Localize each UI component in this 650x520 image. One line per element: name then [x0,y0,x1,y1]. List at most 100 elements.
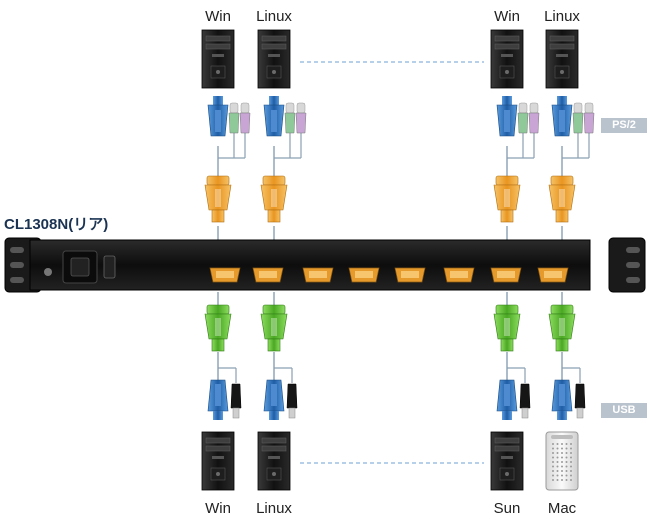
vga-connector [551,96,573,137]
usb-body [519,383,531,409]
mac-vent-dot [565,461,568,463]
power-switch [103,255,116,279]
top-computer-label: Linux [544,8,580,25]
drive-bay [261,43,287,50]
adapter-shine [559,189,565,207]
vga-head [502,411,512,420]
mac-vent-dot [570,461,572,463]
mac-vent-dot [561,443,563,445]
tower-computer [545,29,579,89]
mac-vent-dot [561,447,563,450]
mac-vent-dot [561,461,563,463]
kvm-port [443,267,475,283]
mac-vent-dot [556,452,559,454]
kvm-port [537,267,569,283]
mac-vent-dot [561,479,563,481]
mac-vent-dot [556,447,559,450]
drive-bay [205,35,231,42]
vga-connector [263,379,285,420]
rack-screw-slot [626,277,640,283]
floppy-slot [212,54,224,57]
mac-vent-dot [570,465,572,468]
adapter-body [493,313,521,340]
mac-vent-dot [556,465,559,468]
ps2-body [572,112,584,134]
usb-connector [519,383,531,419]
ps2-connector [295,102,307,134]
adapter-body [260,184,288,211]
ps2-head [518,102,528,114]
floppy-slot [212,456,224,459]
tower-computer [490,431,524,491]
kvm-port-pins [216,271,234,278]
drive-bay [261,437,287,444]
ps2-connector [239,102,251,134]
adapter-cap [495,304,519,315]
top-computer-label: Win [205,8,231,25]
mac-vent-dot [570,474,572,477]
drive-bay [549,35,575,42]
usb-body [230,383,242,409]
power-button [272,70,276,74]
kvm-port [490,267,522,283]
mac-vent-dot [570,470,572,472]
ps2-head [584,102,594,114]
vga-highlight [504,110,510,132]
adapter-shine [504,189,510,207]
adapter-body [548,313,576,340]
rack-screw-slot [626,262,640,268]
ps2-head [229,102,239,114]
mac-vent-dot [552,479,554,481]
ps2-connector [517,102,529,134]
adapter-cap [262,175,286,186]
ps2-head [529,102,539,114]
ps2-head [573,102,583,114]
kvm-port [209,267,241,283]
usb-adapter-green [204,304,232,352]
adapter-cap [495,175,519,186]
mac-vent-dot [556,479,559,481]
ps2-adapter-orange [260,175,288,223]
ps2-head [285,102,295,114]
adapter-body [204,313,232,340]
tower-computer [257,29,291,89]
usb-tag: USB [601,403,647,418]
vga-connector [207,96,229,137]
vga-head [213,96,223,105]
kvm-port-pins [309,271,327,278]
adapter-body [548,184,576,211]
ps2-body [295,112,307,134]
mac-vent-dot [565,479,568,481]
vga-highlight [271,384,277,406]
rack-screw-slot [626,247,640,253]
kvm-port-pins [355,271,373,278]
power-button [272,472,276,476]
tower-computer [490,29,524,89]
ps2-head [296,102,306,114]
mac-vent-dot [561,452,563,454]
drive-bay [205,445,231,452]
adapter-cap [206,175,230,186]
mac-vent-dot [556,470,559,472]
vga-highlight [559,384,565,406]
mac-vent-dot [565,447,568,450]
top-computer-label: Win [494,8,520,25]
ps2-connector [228,102,240,134]
mac-vent-dot [565,474,568,477]
kvm-port-pins [544,271,562,278]
usb-connector [230,383,242,419]
mac-vent-dot [561,470,563,472]
top-computer-label: Linux [256,8,292,25]
drive-bay [205,43,231,50]
vga-highlight [504,384,510,406]
mac-vent-dot [570,456,572,459]
vga-highlight [559,110,565,132]
mac-vent-dot [556,456,559,459]
usb-adapter-green [493,304,521,352]
vga-highlight [215,384,221,406]
drive-bay [261,445,287,452]
usb-head [521,407,529,419]
floppy-slot [268,54,280,57]
